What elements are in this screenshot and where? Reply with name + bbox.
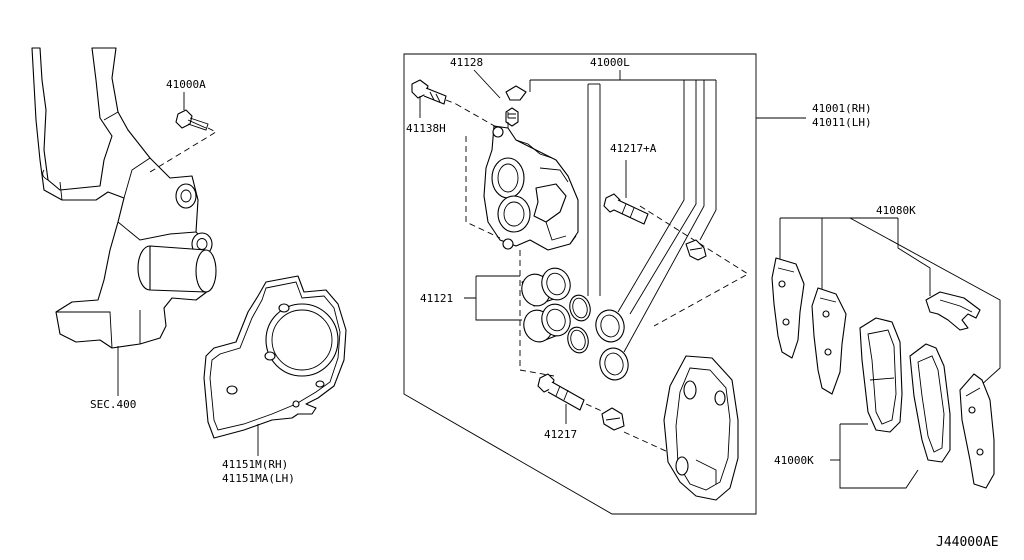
pad-clip	[925, 291, 981, 331]
leader-41000L	[529, 70, 717, 353]
caliper-body	[483, 125, 579, 251]
brake-pad-1	[859, 317, 903, 433]
label-41000K: 41000K	[774, 454, 814, 467]
leader-41080K	[779, 217, 1001, 387]
splash-guard	[203, 275, 347, 456]
label-41011: 41011(LH)	[812, 116, 872, 129]
pin-41217	[537, 373, 585, 424]
caliper-assembly-box	[403, 53, 806, 515]
caliper-bracket	[663, 355, 739, 501]
label-41151M: 41151M(RH)	[222, 458, 288, 471]
label-sec400: SEC.400	[90, 398, 136, 411]
leader-41000K	[830, 423, 919, 489]
pistons-41121	[464, 267, 571, 343]
label-41217: 41217	[544, 428, 577, 441]
piston-seals	[567, 294, 629, 381]
alignment-lines	[455, 103, 749, 453]
pad-shim-3	[959, 373, 995, 489]
label-41000A: 41000A	[166, 78, 206, 91]
label-41080K: 41080K	[876, 204, 916, 217]
bolt-41000A	[149, 92, 217, 173]
bolt-41138H	[411, 79, 457, 118]
steering-knuckle	[31, 47, 217, 349]
bleeder-41128	[473, 69, 527, 127]
label-41121: 41121	[420, 292, 453, 305]
label-41128: 41128	[450, 56, 483, 69]
label-41151MA: 41151MA(LH)	[222, 472, 295, 485]
boot-upper	[685, 239, 707, 261]
brake-pad-2	[909, 343, 951, 463]
boot-lower	[601, 407, 625, 431]
pad-shim-2	[811, 287, 847, 395]
label-41001: 41001(RH)	[812, 102, 872, 115]
pin-41217A	[603, 160, 649, 225]
label-41138H: 41138H	[406, 122, 446, 135]
diagram-code: J44000AE	[936, 535, 999, 550]
label-41217A: 41217+A	[610, 142, 657, 155]
label-41000L: 41000L	[590, 56, 630, 69]
pad-shim-1	[771, 257, 805, 359]
